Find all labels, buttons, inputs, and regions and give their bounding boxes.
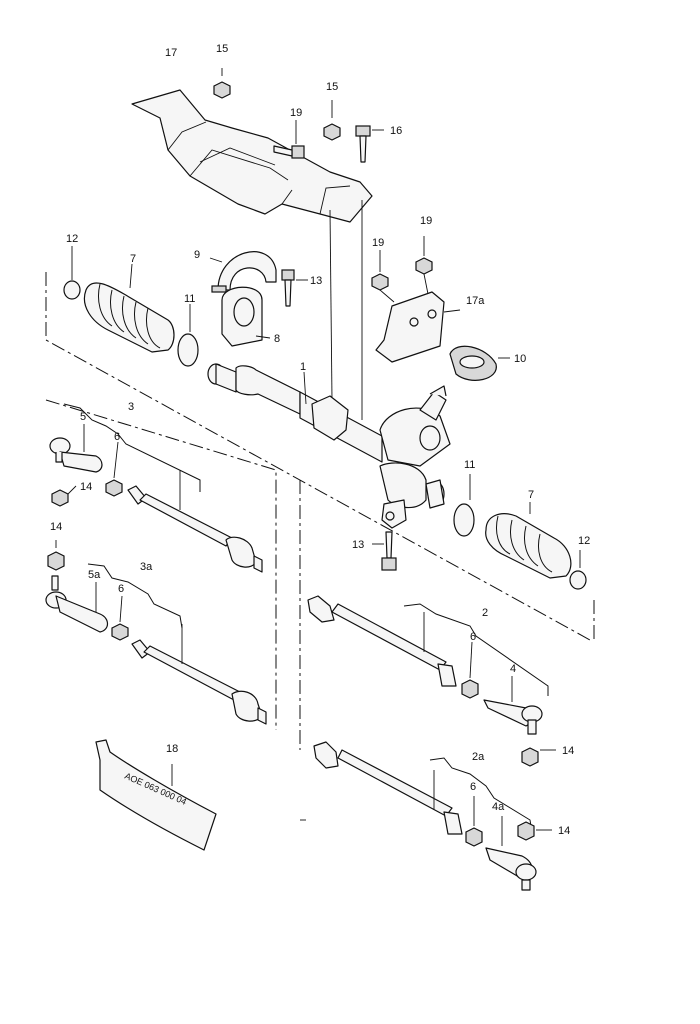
rubber-bush-8 — [221, 286, 271, 347]
clamp-11-left — [177, 304, 199, 367]
gaiter-7-right — [485, 502, 572, 579]
nut-15-upper-right — [323, 100, 341, 141]
callout-2a: 2a — [472, 751, 485, 763]
bracket-17a — [375, 291, 461, 363]
tie-rod-3a — [131, 624, 267, 725]
bolt-19-upper — [273, 120, 305, 159]
callout-12-left: 12 — [66, 233, 78, 245]
tie-rod-2 — [307, 595, 457, 687]
bolt-19-mid-a — [371, 250, 395, 303]
callout-14-c: 14 — [562, 745, 574, 757]
tie-rod-3 — [127, 470, 263, 573]
nut-15-upper-left — [213, 68, 231, 99]
nut-6-left — [105, 441, 123, 497]
callout-4: 4 — [510, 663, 516, 675]
grease-tube-18: AOE 063 000 04 — [95, 739, 217, 851]
nut-6-left-a — [111, 595, 129, 641]
callout-8: 8 — [274, 333, 280, 345]
callout-12-right: 12 — [578, 535, 590, 547]
steering-rack-1 — [207, 363, 451, 529]
callout-19-a: 19 — [290, 107, 302, 119]
callout-3a: 3a — [140, 561, 153, 573]
tie-rod-end-4 — [483, 676, 543, 735]
callout-6-left: 6 — [114, 431, 120, 443]
tie-rod-end-5 — [49, 424, 103, 473]
bolt-19-mid-b — [415, 236, 433, 295]
nut-14-d — [517, 821, 552, 841]
callout-9: 9 — [194, 249, 200, 261]
callout-17a: 17a — [466, 295, 485, 307]
tie-rod-end-5a — [45, 575, 109, 633]
callout-15-b: 15 — [326, 81, 338, 93]
tie-rod-2a — [313, 741, 463, 835]
callout-13-bottom: 13 — [352, 539, 364, 551]
callout-1: 1 — [300, 361, 306, 373]
callout-11-left: 11 — [184, 293, 195, 305]
callout-3: 3 — [128, 401, 134, 413]
callout-5: 5 — [80, 411, 86, 423]
tie-rod-end-4a — [485, 816, 537, 891]
callout-6-right-a: 6 — [470, 781, 476, 793]
clip-12-left — [63, 246, 81, 300]
clip-12-right — [569, 550, 587, 590]
callout-10: 10 — [514, 353, 526, 365]
callout-7-left: 7 — [130, 253, 136, 265]
callout-16: 16 — [390, 125, 402, 137]
callout-6-right: 6 — [470, 631, 476, 643]
bolt-16 — [355, 125, 384, 163]
bolt-13-upper — [281, 269, 308, 307]
nut-6-right-a — [465, 796, 483, 847]
callout-4a: 4a — [492, 801, 505, 813]
callout-labels: 17 15 15 19 16 19 19 12 7 9 13 17a 11 8 … — [50, 43, 590, 837]
heat-shield — [131, 89, 373, 223]
callout-18: 18 — [166, 743, 178, 755]
callout-15-a: 15 — [216, 43, 228, 55]
gaiter-7-left — [83, 263, 175, 353]
callout-19-b: 19 — [420, 215, 432, 227]
nut-14-c — [521, 747, 556, 767]
callout-6-left-a: 6 — [118, 583, 124, 595]
callout-2: 2 — [482, 607, 488, 619]
callout-17: 17 — [165, 47, 177, 59]
clamp-11-right — [453, 474, 475, 537]
callout-14-d: 14 — [558, 825, 570, 837]
nut-14-a — [51, 485, 77, 507]
nut-14-b — [47, 540, 65, 571]
mounting-pad-10 — [449, 345, 510, 381]
nut-6-right — [461, 641, 479, 699]
bolt-13-lower — [372, 531, 397, 571]
callout-14-b: 14 — [50, 521, 62, 533]
callout-5a: 5a — [88, 569, 101, 581]
callout-14-a: 14 — [80, 481, 92, 493]
callout-11-right: 11 — [464, 459, 475, 471]
callout-19-c: 19 — [372, 237, 384, 249]
callout-13-top: 13 — [310, 275, 322, 287]
clamp-9 — [209, 251, 277, 293]
callout-7-right: 7 — [528, 489, 534, 501]
